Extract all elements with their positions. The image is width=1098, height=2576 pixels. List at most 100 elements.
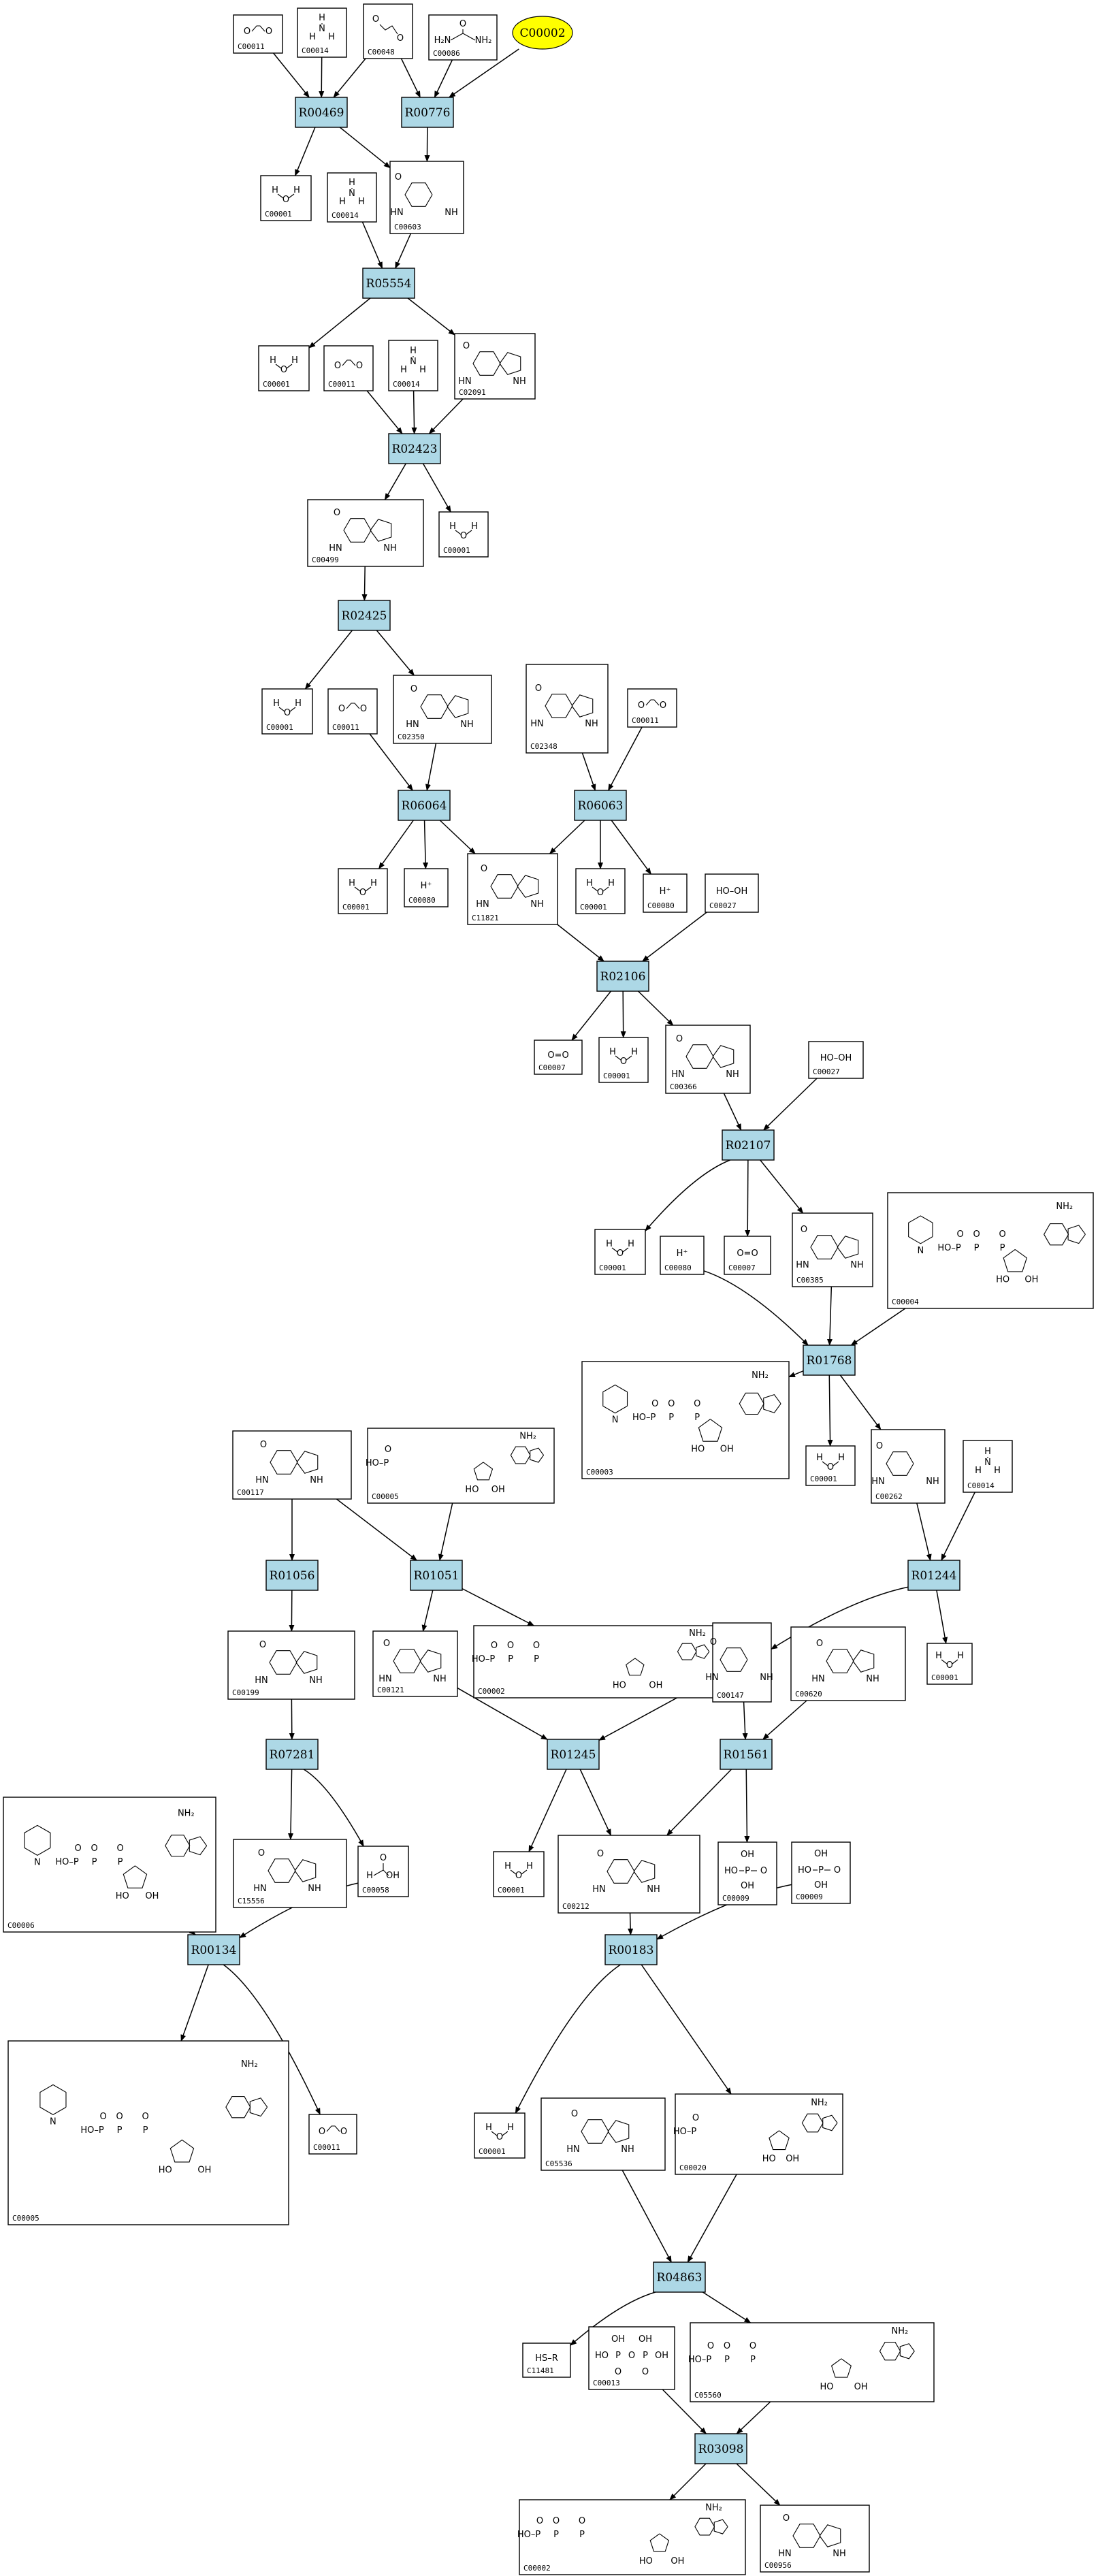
reaction-node[interactable]: R04863 xyxy=(653,2261,706,2293)
atom-label: N xyxy=(349,189,355,199)
bond xyxy=(698,1419,723,1442)
atom-label: P xyxy=(118,1857,123,1867)
reaction-node[interactable]: R06064 xyxy=(398,790,451,821)
reaction-node[interactable]: R02106 xyxy=(596,961,649,992)
reaction-node[interactable]: R01768 xyxy=(803,1345,856,1376)
compound-node[interactable]: H⁺C00080 xyxy=(404,868,449,907)
reaction-node[interactable]: R03098 xyxy=(694,2433,747,2464)
atom-label: O xyxy=(617,1249,624,1259)
reaction-node[interactable]: R01561 xyxy=(720,1739,773,1770)
bond xyxy=(886,1451,914,1476)
atom-label: OH xyxy=(639,2334,652,2345)
reaction-node[interactable]: R02423 xyxy=(388,433,441,464)
reaction-node[interactable]: R00776 xyxy=(401,97,454,128)
reaction-node[interactable]: R07281 xyxy=(265,1739,319,1770)
bond xyxy=(685,1044,714,1069)
reaction-node[interactable]: R02107 xyxy=(722,1129,775,1161)
atom-label: H xyxy=(586,878,593,888)
reaction-node[interactable]: R01244 xyxy=(907,1560,960,1591)
bond xyxy=(165,1835,191,1857)
compound-id: C00004 xyxy=(892,1298,919,1306)
compound-node[interactable]: H⁺C00080 xyxy=(660,1236,705,1275)
reaction-node[interactable]: R00134 xyxy=(187,1934,240,1965)
atom-label: O xyxy=(359,888,366,898)
reaction-node[interactable]: R01245 xyxy=(547,1739,600,1770)
atom-label: HO–P xyxy=(688,2355,712,2365)
atom-label: HO xyxy=(762,2154,776,2164)
reaction-node[interactable]: R01051 xyxy=(410,1560,463,1591)
reaction-node[interactable]: R06063 xyxy=(574,790,627,821)
reaction-node[interactable]: R00469 xyxy=(295,97,348,128)
compound-box xyxy=(467,853,558,925)
reaction-node[interactable]: R00183 xyxy=(604,1934,658,1965)
target-compound[interactable]: C00002 xyxy=(512,16,573,50)
reaction-node[interactable]: R05554 xyxy=(362,268,415,299)
compound-node[interactable]: H⁺C00080 xyxy=(643,873,688,913)
reaction-node[interactable]: R02425 xyxy=(338,600,391,631)
atom-label: NH₂ xyxy=(705,2502,722,2513)
compound-box xyxy=(438,511,489,558)
reaction-node[interactable]: R01056 xyxy=(265,1560,319,1591)
atom-label: NH xyxy=(308,1884,321,1894)
